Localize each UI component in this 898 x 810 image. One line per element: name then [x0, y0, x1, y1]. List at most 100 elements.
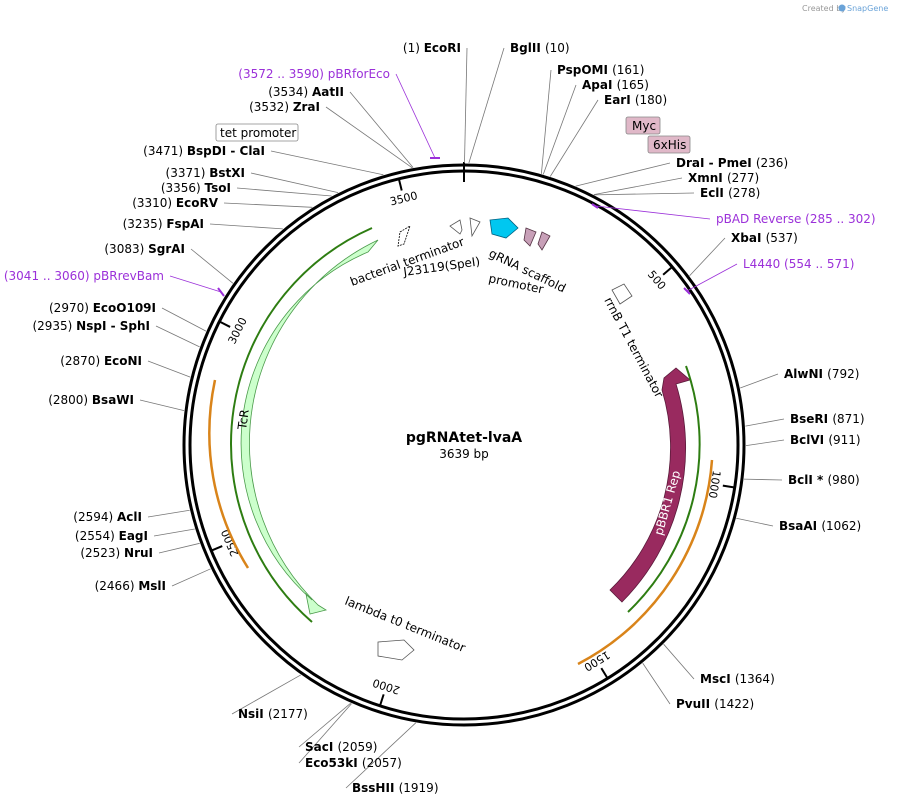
restriction-site[interactable]: XbaI (537): [731, 231, 798, 245]
site-leader-line: [236, 187, 332, 197]
site-name: TsoI: [205, 181, 231, 195]
primer-labels: (3572 .. 3590) pBRforEco pBAD Reverse (28…: [4, 67, 876, 293]
pbbr1-rep-arrow[interactable]: [609, 367, 691, 603]
site-name: AatII: [312, 85, 344, 99]
restriction-site[interactable]: (2554) EagI: [75, 529, 148, 543]
scaffold-arrow-2[interactable]: [537, 231, 551, 251]
primer-label[interactable]: (3572 .. 3590) pBRforEco: [238, 67, 390, 81]
his-label[interactable]: 6xHis: [653, 138, 686, 152]
site-name: AlwNI: [784, 367, 827, 381]
site-name: NsiI: [238, 707, 268, 721]
scaffold-arrow-1[interactable]: [523, 227, 537, 247]
site-name: DraI - PmeI: [676, 156, 756, 170]
restriction-site[interactable]: (1) EcoRI: [403, 41, 461, 55]
restriction-site[interactable]: (2466) MslI: [95, 579, 166, 593]
restriction-site[interactable]: (2870) EcoNI: [60, 354, 142, 368]
site-position: (980): [827, 473, 859, 487]
site-position: (2970): [49, 301, 93, 315]
restriction-site[interactable]: (3532) ZraI: [249, 100, 320, 114]
restriction-site[interactable]: BclI * (980): [788, 473, 860, 487]
feature-arcs: [208, 217, 714, 666]
site-position: (2870): [60, 354, 104, 368]
site-position: (1364): [735, 672, 775, 686]
restriction-site[interactable]: (3356) TsoI: [161, 181, 231, 195]
site-position: (277): [727, 171, 759, 185]
site-name: BseRI: [790, 412, 832, 426]
restriction-site[interactable]: (2523) NruI: [80, 546, 153, 560]
restriction-site[interactable]: (2935) NspI - SphI: [32, 319, 150, 333]
primer-label[interactable]: pBAD Reverse (285 .. 302): [716, 212, 876, 226]
site-name: EagI: [119, 529, 148, 543]
restriction-site[interactable]: MscI (1364): [700, 672, 775, 686]
myc-label[interactable]: Myc: [632, 119, 656, 133]
site-position: (537): [766, 231, 798, 245]
site-name: XmnI: [688, 171, 727, 185]
restriction-site[interactable]: (3083) SgrAI: [104, 242, 185, 256]
scale-tick-label: 3000: [226, 315, 250, 346]
restriction-site[interactable]: DraI - PmeI (236): [676, 156, 788, 170]
restriction-site[interactable]: (3235) FspAI: [123, 217, 204, 231]
scale-tick-label: 3500: [389, 189, 419, 208]
restriction-site[interactable]: PspOMI (161): [557, 63, 644, 77]
site-name: BssHII: [352, 781, 399, 795]
primer-range: (285 .. 302): [805, 212, 875, 226]
site-name: EclI: [700, 186, 728, 200]
restriction-site[interactable]: SacI (2059): [305, 740, 377, 754]
site-position: (3310): [132, 196, 176, 210]
j23119-arrow[interactable]: [449, 219, 463, 235]
site-position: (10): [545, 41, 570, 55]
restriction-site[interactable]: (3471) BspDI - ClaI: [143, 144, 265, 158]
restriction-site[interactable]: BsaAI (1062): [779, 519, 861, 533]
site-position: (3371): [166, 166, 210, 180]
tcr-label: TcR: [235, 408, 252, 431]
plasmid-name: pgRNAtet-lvaA: [406, 430, 522, 446]
site-leader-line: [153, 528, 195, 537]
restriction-site[interactable]: PvuII (1422): [676, 697, 754, 711]
site-name: ApaI: [582, 78, 617, 92]
promoter-arrow[interactable]: [469, 217, 481, 238]
site-name: BglII: [510, 41, 545, 55]
lambda-arrow[interactable]: [377, 639, 415, 661]
orf-left-line: [208, 379, 250, 569]
site-leader-line: [147, 360, 191, 378]
grna-arrow[interactable]: [489, 217, 519, 239]
bacterial-terminator-arrow[interactable]: [397, 225, 411, 247]
site-position: (871): [832, 412, 864, 426]
restriction-site[interactable]: BseRI (871): [790, 412, 865, 426]
tet-promoter-label[interactable]: tet promoter: [220, 126, 296, 140]
primer-label[interactable]: (3041 .. 3060) pBRrevBam: [4, 269, 164, 283]
rrnb-arrow[interactable]: [611, 283, 633, 305]
restriction-site[interactable]: (2970) EcoO109I: [49, 301, 156, 315]
restriction-site[interactable]: BglII (10): [510, 41, 570, 55]
site-name: NruI: [124, 546, 153, 560]
scale-tick-label: 500: [645, 268, 669, 292]
restriction-site[interactable]: ApaI (165): [582, 78, 649, 92]
restriction-site[interactable]: XmnI (277): [688, 171, 759, 185]
restriction-site[interactable]: BssHII (1919): [352, 781, 439, 795]
tcr-arrow[interactable]: [240, 239, 379, 615]
restriction-site[interactable]: (3310) EcoRV: [132, 196, 219, 210]
site-name: EarI: [604, 93, 635, 107]
restriction-site[interactable]: AlwNI (792): [784, 367, 859, 381]
restriction-site[interactable]: (2800) BsaWI: [48, 393, 134, 407]
restriction-site[interactable]: (3371) BstXI: [166, 166, 245, 180]
restriction-site[interactable]: BclVI (911): [790, 433, 861, 447]
site-position: (1422): [714, 697, 754, 711]
restriction-site[interactable]: Eco53kI (2057): [305, 756, 402, 770]
site-name: MscI: [700, 672, 735, 686]
site-leader-line: [740, 373, 779, 389]
site-name: BspDI - ClaI: [187, 144, 265, 158]
site-position: (1): [403, 41, 424, 55]
restriction-site[interactable]: (2594) AclI: [73, 510, 142, 524]
primer-label[interactable]: L4440 (554 .. 571): [743, 257, 854, 271]
restriction-site[interactable]: NsiI (2177): [238, 707, 308, 721]
site-position: (2177): [268, 707, 308, 721]
restriction-site[interactable]: (3534) AatII: [268, 85, 344, 99]
site-leader-line: [161, 307, 207, 332]
restriction-site[interactable]: EclI (278): [700, 186, 760, 200]
site-position: (1919): [399, 781, 439, 795]
site-leader-line: [349, 91, 414, 168]
restriction-site[interactable]: EarI (180): [604, 93, 667, 107]
site-name: Eco53kI: [305, 756, 362, 770]
